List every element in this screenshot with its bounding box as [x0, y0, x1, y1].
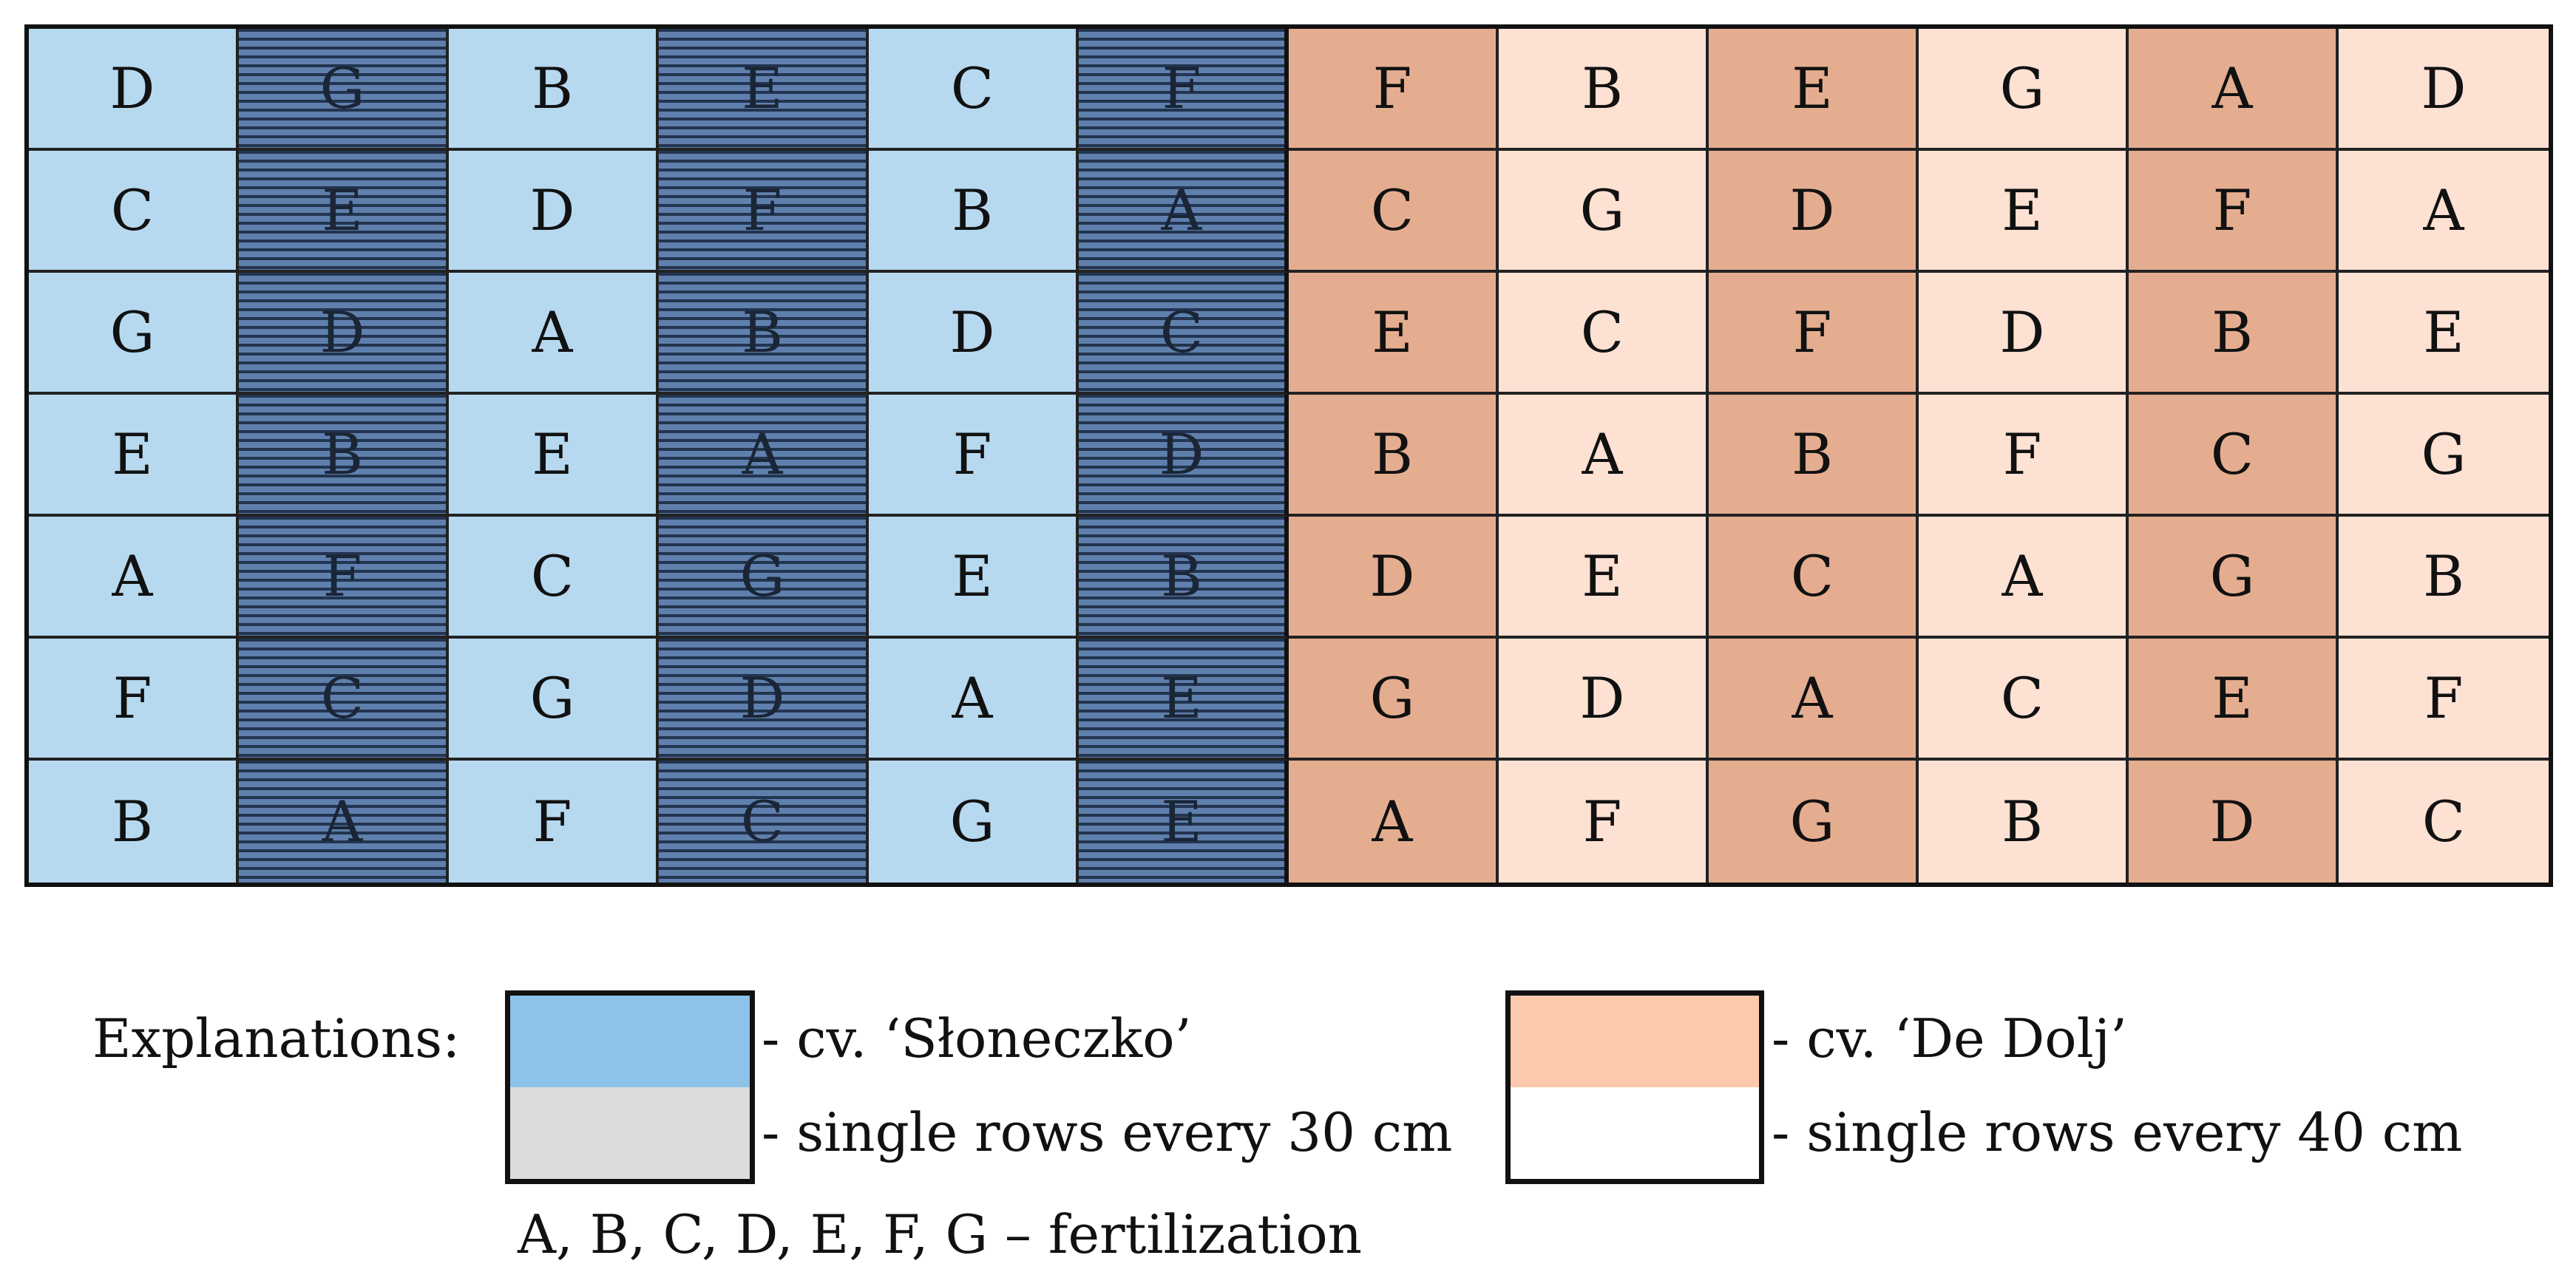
plot-cell: B [449, 29, 659, 151]
legend-label-cv2: - cv. ‘De Dolj’ [1772, 1007, 2127, 1070]
plot-cell: F [1289, 29, 1499, 151]
plot-cell: D [1289, 517, 1499, 639]
plot-cell: G [1499, 151, 1709, 273]
plot-cell: D [239, 273, 449, 395]
plot-cell: C [239, 639, 449, 761]
plot-cell: A [449, 273, 659, 395]
legend-title: Explanations: [92, 1007, 461, 1070]
plot-cell: E [869, 517, 1079, 639]
plot-cell: E [239, 151, 449, 273]
plot-cell: F [1079, 29, 1289, 151]
plot-cell: G [29, 273, 239, 395]
plot-cell: B [1499, 29, 1709, 151]
legend-swatch-blue [510, 996, 750, 1091]
plot-cell: F [2339, 639, 2549, 761]
plot-cell: A [239, 761, 449, 883]
plot-cell: F [239, 517, 449, 639]
plot-cell: G [449, 639, 659, 761]
plot-cell: B [659, 273, 869, 395]
plot-cell: A [2129, 29, 2339, 151]
plot-cell: E [1079, 761, 1289, 883]
plot-cell: G [1919, 29, 2129, 151]
plot-cell: F [2129, 151, 2339, 273]
plot-cell: D [869, 273, 1079, 395]
plot-cell: E [1289, 273, 1499, 395]
plot-cell: A [1079, 151, 1289, 273]
plot-cell: E [449, 395, 659, 517]
plot-cell: F [29, 639, 239, 761]
plot-cell: C [29, 151, 239, 273]
plot-cell: D [659, 639, 869, 761]
legend-label-spacing-40: - single rows every 40 cm [1772, 1101, 2463, 1163]
plot-cell: D [29, 29, 239, 151]
plot-cell: E [659, 29, 869, 151]
plot-cell: A [1919, 517, 2129, 639]
plot-cell: C [1709, 517, 1919, 639]
plot-cell: C [869, 29, 1079, 151]
plot-cell: C [659, 761, 869, 883]
plot-cell: E [2129, 639, 2339, 761]
legend-swatch-cv2 [1505, 990, 1764, 1184]
plot-cell: B [2129, 273, 2339, 395]
legend-label-spacing-30: - single rows every 30 cm [762, 1101, 1453, 1163]
plot-cell: C [2129, 395, 2339, 517]
plot-cell: A [869, 639, 1079, 761]
plot-cell: E [1709, 29, 1919, 151]
plot-cell: F [1709, 273, 1919, 395]
plot-cell: A [659, 395, 869, 517]
plot-cell: G [239, 29, 449, 151]
legend-swatch-gray [510, 1087, 750, 1179]
legend-swatch-white [1511, 1087, 1759, 1179]
plot-cell: B [29, 761, 239, 883]
plot-cell: A [1499, 395, 1709, 517]
plot-cell: A [1709, 639, 1919, 761]
plot-cell: C [449, 517, 659, 639]
plot-cell: E [1079, 639, 1289, 761]
plot-cell: C [1919, 639, 2129, 761]
plot-cell: C [1499, 273, 1709, 395]
legend-swatch-peach [1511, 996, 1759, 1091]
plot-cell: D [449, 151, 659, 273]
plot-cell: B [1919, 761, 2129, 883]
plot-cell: F [869, 395, 1079, 517]
plot-cell: A [2339, 151, 2549, 273]
plot-cell: D [1079, 395, 1289, 517]
legend-footnote: A, B, C, D, E, F, G – fertilization [518, 1203, 1363, 1265]
plot-cell: F [659, 151, 869, 273]
plot-cell: D [1499, 639, 1709, 761]
plot-cell: G [2339, 395, 2549, 517]
plot-cell: G [869, 761, 1079, 883]
plot-cell: E [2339, 273, 2549, 395]
plot-cell: A [29, 517, 239, 639]
plot-cell: A [1289, 761, 1499, 883]
plot-cell: E [1919, 151, 2129, 273]
plot-cell: B [1079, 517, 1289, 639]
plot-cell: B [1289, 395, 1499, 517]
plot-cell: D [1709, 151, 1919, 273]
plot-cell: C [1289, 151, 1499, 273]
legend-swatch-cv1 [505, 990, 755, 1184]
plot-cell: E [29, 395, 239, 517]
plot-cell: G [1289, 639, 1499, 761]
plot-cell: F [449, 761, 659, 883]
plot-cell: C [2339, 761, 2549, 883]
plot-cell: G [2129, 517, 2339, 639]
plot-cell: F [1919, 395, 2129, 517]
plot-cell: G [659, 517, 869, 639]
plot-cell: B [1709, 395, 1919, 517]
plot-cell: B [869, 151, 1079, 273]
legend-label-cv1: - cv. ‘Słoneczko’ [762, 1007, 1192, 1070]
plot-cell: C [1079, 273, 1289, 395]
plot-cell: B [2339, 517, 2549, 639]
plot-cell: F [1499, 761, 1709, 883]
plot-cell: E [1499, 517, 1709, 639]
plot-cell: D [2129, 761, 2339, 883]
plot-cell: D [1919, 273, 2129, 395]
plot-cell: G [1709, 761, 1919, 883]
plot-cell: D [2339, 29, 2549, 151]
plot-cell: B [239, 395, 449, 517]
